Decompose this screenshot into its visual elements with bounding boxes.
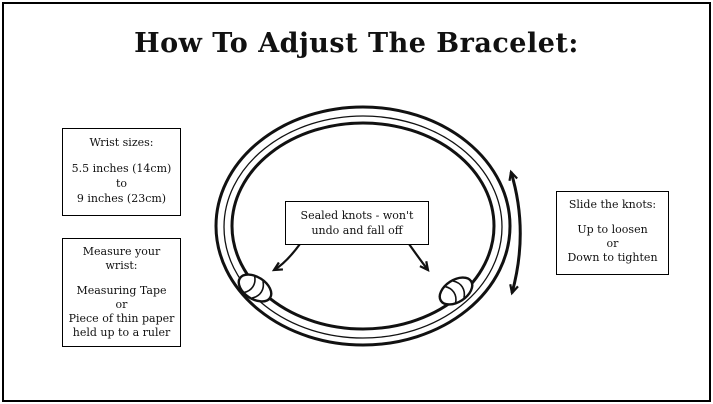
right-knot [438,276,474,306]
wrist-sizes-line: 9 inches (23cm) [76,192,167,205]
slide-knots-line: Down to tighten [567,251,658,264]
left-knot [237,273,273,303]
slide-knots-line: Up to loosen [577,223,648,236]
measure-wrist-line: or [115,298,128,311]
arrow-to-left-knot-icon [271,243,301,272]
sealed-knots-line: Sealed knots - won't [300,209,414,222]
arrow-to-right-knot-icon [408,243,430,272]
slide-knots-box: Slide the knots: Up to loosen or Down to… [556,191,669,275]
measure-wrist-line: Measuring Tape [76,284,167,297]
sealed-knots-line: undo and fall off [311,224,403,237]
measure-wrist-line: Piece of thin paper [68,312,175,325]
wrist-sizes-line: to [115,177,128,190]
page-title: How To Adjust The Bracelet: [134,28,579,59]
measure-wrist-heading: Measure your wrist: [82,245,161,272]
wrist-sizes-line: 5.5 inches (14cm) [71,162,172,175]
spacer [66,150,177,161]
spacer [66,273,177,284]
wrist-sizes-box: Wrist sizes: 5.5 inches (14cm) to 9 inch… [62,128,181,216]
bracelet-inner-cord [230,121,496,331]
measure-wrist-box: Measure your wrist: Measuring Tape or Pi… [62,238,181,347]
wrist-sizes-heading: Wrist sizes: [89,136,154,149]
slide-knots-line: or [606,237,619,250]
measure-wrist-line: held up to a ruler [72,326,171,339]
slide-knots-heading: Slide the knots: [568,198,657,211]
slide-direction-arrow-icon [508,169,522,296]
bracelet-middle-cord [223,115,503,339]
sealed-knots-label: Sealed knots - won't undo and fall off [285,201,429,245]
spacer [560,212,665,223]
